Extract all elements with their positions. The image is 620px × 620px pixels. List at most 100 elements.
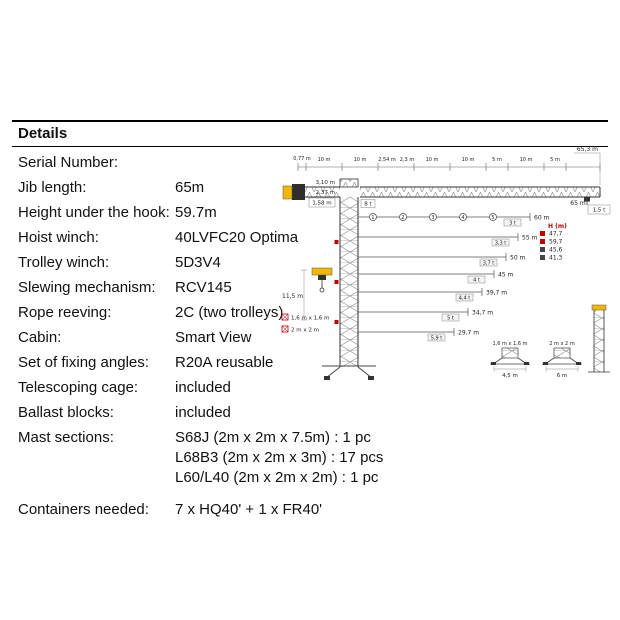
detail-value: 59.7m [175,203,217,221]
mast-dimension: 11,5 m [282,269,307,321]
dim-label: 5 m [492,157,502,163]
cross-label: 2 m x 2 m [291,328,319,334]
title-divider [12,146,608,147]
overall-length-label: 65,3 m [577,146,598,153]
legend-icon [540,247,545,252]
dim-label: 10 m [520,157,533,163]
table-row: Set of fixing angles: R20A reusable [18,350,448,375]
jib-length-label: 65 m [570,200,586,207]
table-row: Hoist winch: 40LVFC20 Optima [18,225,448,250]
height-label: 45 m [498,272,514,279]
base-top-label: 1,6 m x 1,6 m [493,341,528,347]
height-line: 45 m 4 t [358,270,514,283]
dim-label: 3,10 m [316,180,335,186]
head-dims: 3,10 m 2,37 m 1,58 m [308,180,336,208]
detail-value: 2C (two trolleys) [175,303,284,321]
cross-base-labels: 1,6 m x 1,6 m 2 m x 2 m [281,313,329,334]
detail-label: Containers needed: [18,500,149,518]
anchor-marker [334,280,339,284]
height-label: 39,7 m [486,290,507,297]
detail-label: Set of fixing angles: [18,353,149,371]
height-label: 34,7 m [472,310,493,317]
tip-load-label: 1,5 t [593,208,606,214]
height-line: 34,7 m 5 t [358,308,493,321]
legend-header: H (m) [548,223,567,230]
capacity-box: 5 t [447,315,454,321]
jib [360,186,601,198]
crane-diagram: 0,77 m 10 m 10 m 2,54 m 2,3 m 10 m 10 m … [278,142,612,390]
height-label: 50 m [510,255,526,262]
detail-value: included [175,378,231,396]
dim-label: 10 m [426,157,439,163]
detail-label: Hoist winch: [18,228,99,246]
jib-section-numbers: 1 2 3 4 5 [369,213,497,221]
legend-value: 59,7 [549,239,563,246]
base-option: 2 m x 2 m 6 m [542,341,582,379]
top-divider [12,120,608,122]
anchor-marker [334,320,339,324]
detail-value: 5D3V4 [175,253,221,271]
height-line: 55 m 3,3 t [358,233,538,246]
table-row: Slewing mechanism: RCV145 [18,275,448,300]
auxiliary-tower [588,304,610,373]
max-load: 8 t [360,199,376,208]
table-row: Containers needed: 7 x HQ40' + 1 x FR40' [18,497,448,522]
table-row: Rope reeving: 2C (two trolleys) [18,300,448,325]
dim-label: 10 m [462,157,475,163]
tip-load: 1,5 t [587,204,611,215]
dim-label: 2,54 m [378,157,396,163]
height-line: 60 m 3 t [358,213,550,226]
mast-dim-label: 11,5 m [282,293,303,300]
legend-value: 47,7 [549,231,563,238]
detail-value: 40LVFC20 Optima [175,228,299,246]
table-row: Cabin: Smart View [18,325,448,350]
height-line: 39,7 m 4,4 t [358,288,507,301]
detail-label: Rope reeving: [18,303,112,321]
height-label: 29,7 m [458,330,479,337]
trolley-detail [311,267,333,293]
table-row: Height under the hook: 59.7m [18,200,448,225]
legend-icon [540,239,545,244]
top-dimension-line [297,163,601,171]
capacity-box: 3,3 t [495,240,507,246]
mast [334,197,359,367]
height-label: 60 m [534,215,550,222]
dim-label: 2,3 m [400,157,415,163]
detail-value: included [175,403,231,421]
section-number: 4 [461,215,464,221]
table-row: Telescoping cage: included [18,375,448,400]
height-line: 50 m 3,7 t [358,253,526,266]
overall-length: 65,3 m [574,146,601,185]
detail-label: Height under the hook: [18,203,170,221]
detail-value: 65m [175,178,205,196]
cross-label: 1,6 m x 1,6 m [291,316,329,322]
base-width-label: 6 m [557,373,568,379]
height-line: 29,7 m 5,9 t [358,328,479,341]
top-dimension-labels: 0,77 m 10 m 10 m 2,54 m 2,3 m 10 m 10 m … [293,156,560,163]
anchor-marker [334,240,339,244]
section-number: 3 [431,215,434,221]
capacity-box: 4,4 t [459,295,471,301]
height-legend: H (m) 47,7 59,7 45,6 41,3 [540,223,567,262]
capacity-box: 5,9 t [431,335,443,341]
detail-label: Cabin: [18,328,62,346]
capacity-box: 3 t [509,220,516,226]
dim-label: 10 m [318,157,331,163]
detail-label: Telescoping cage: [18,378,139,396]
base-top-label: 2 m x 2 m [549,341,575,347]
legend-value: 41,3 [549,255,563,262]
mast-base [322,365,376,380]
detail-value: Smart View [175,328,252,346]
capacity-box: 4 t [473,277,480,283]
detail-value: RCV145 [175,278,232,296]
max-load-label: 8 t [364,202,372,208]
detail-label: Serial Number: [18,153,119,171]
detail-value: 7 x HQ40' + 1 x FR40' [175,500,323,518]
section-number: 5 [491,215,494,221]
table-row: Trolley winch: 5D3V4 [18,250,448,275]
legend-value: 45,6 [549,247,563,254]
tower-head [339,178,359,188]
detail-label: Mast sections: [18,428,114,446]
dim-label: 1,58 m [312,201,331,207]
